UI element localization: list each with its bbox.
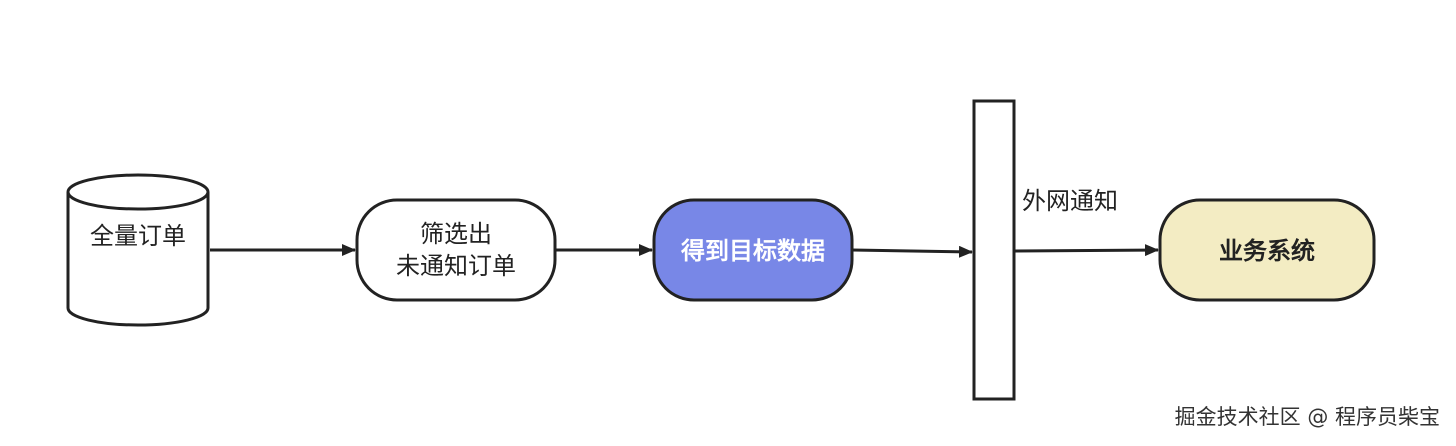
filter-step-label-line1: 筛选出: [420, 220, 492, 248]
all-orders-database: 全量订单: [66, 173, 210, 327]
watermark-text: 掘金技术社区 @ 程序员柴宝: [1175, 405, 1440, 429]
all-orders-label: 全量订单: [90, 222, 186, 250]
business-system-label: 业务系统: [1219, 237, 1315, 265]
target-data-node: 得到目标数据: [652, 198, 854, 302]
external-notify-label: 外网通知: [1022, 187, 1118, 215]
network-gateway-bar: [972, 99, 1016, 401]
target-data-label: 得到目标数据: [680, 237, 825, 265]
arrow-target-to-gateway: [851, 245, 973, 258]
filter-step-node: 筛选出 未通知订单: [355, 198, 557, 302]
arrow-gateway-to-business: [1013, 244, 1159, 257]
filter-step-label-line2: 未通知订单: [396, 252, 516, 280]
business-system-node: 业务系统: [1158, 198, 1376, 302]
